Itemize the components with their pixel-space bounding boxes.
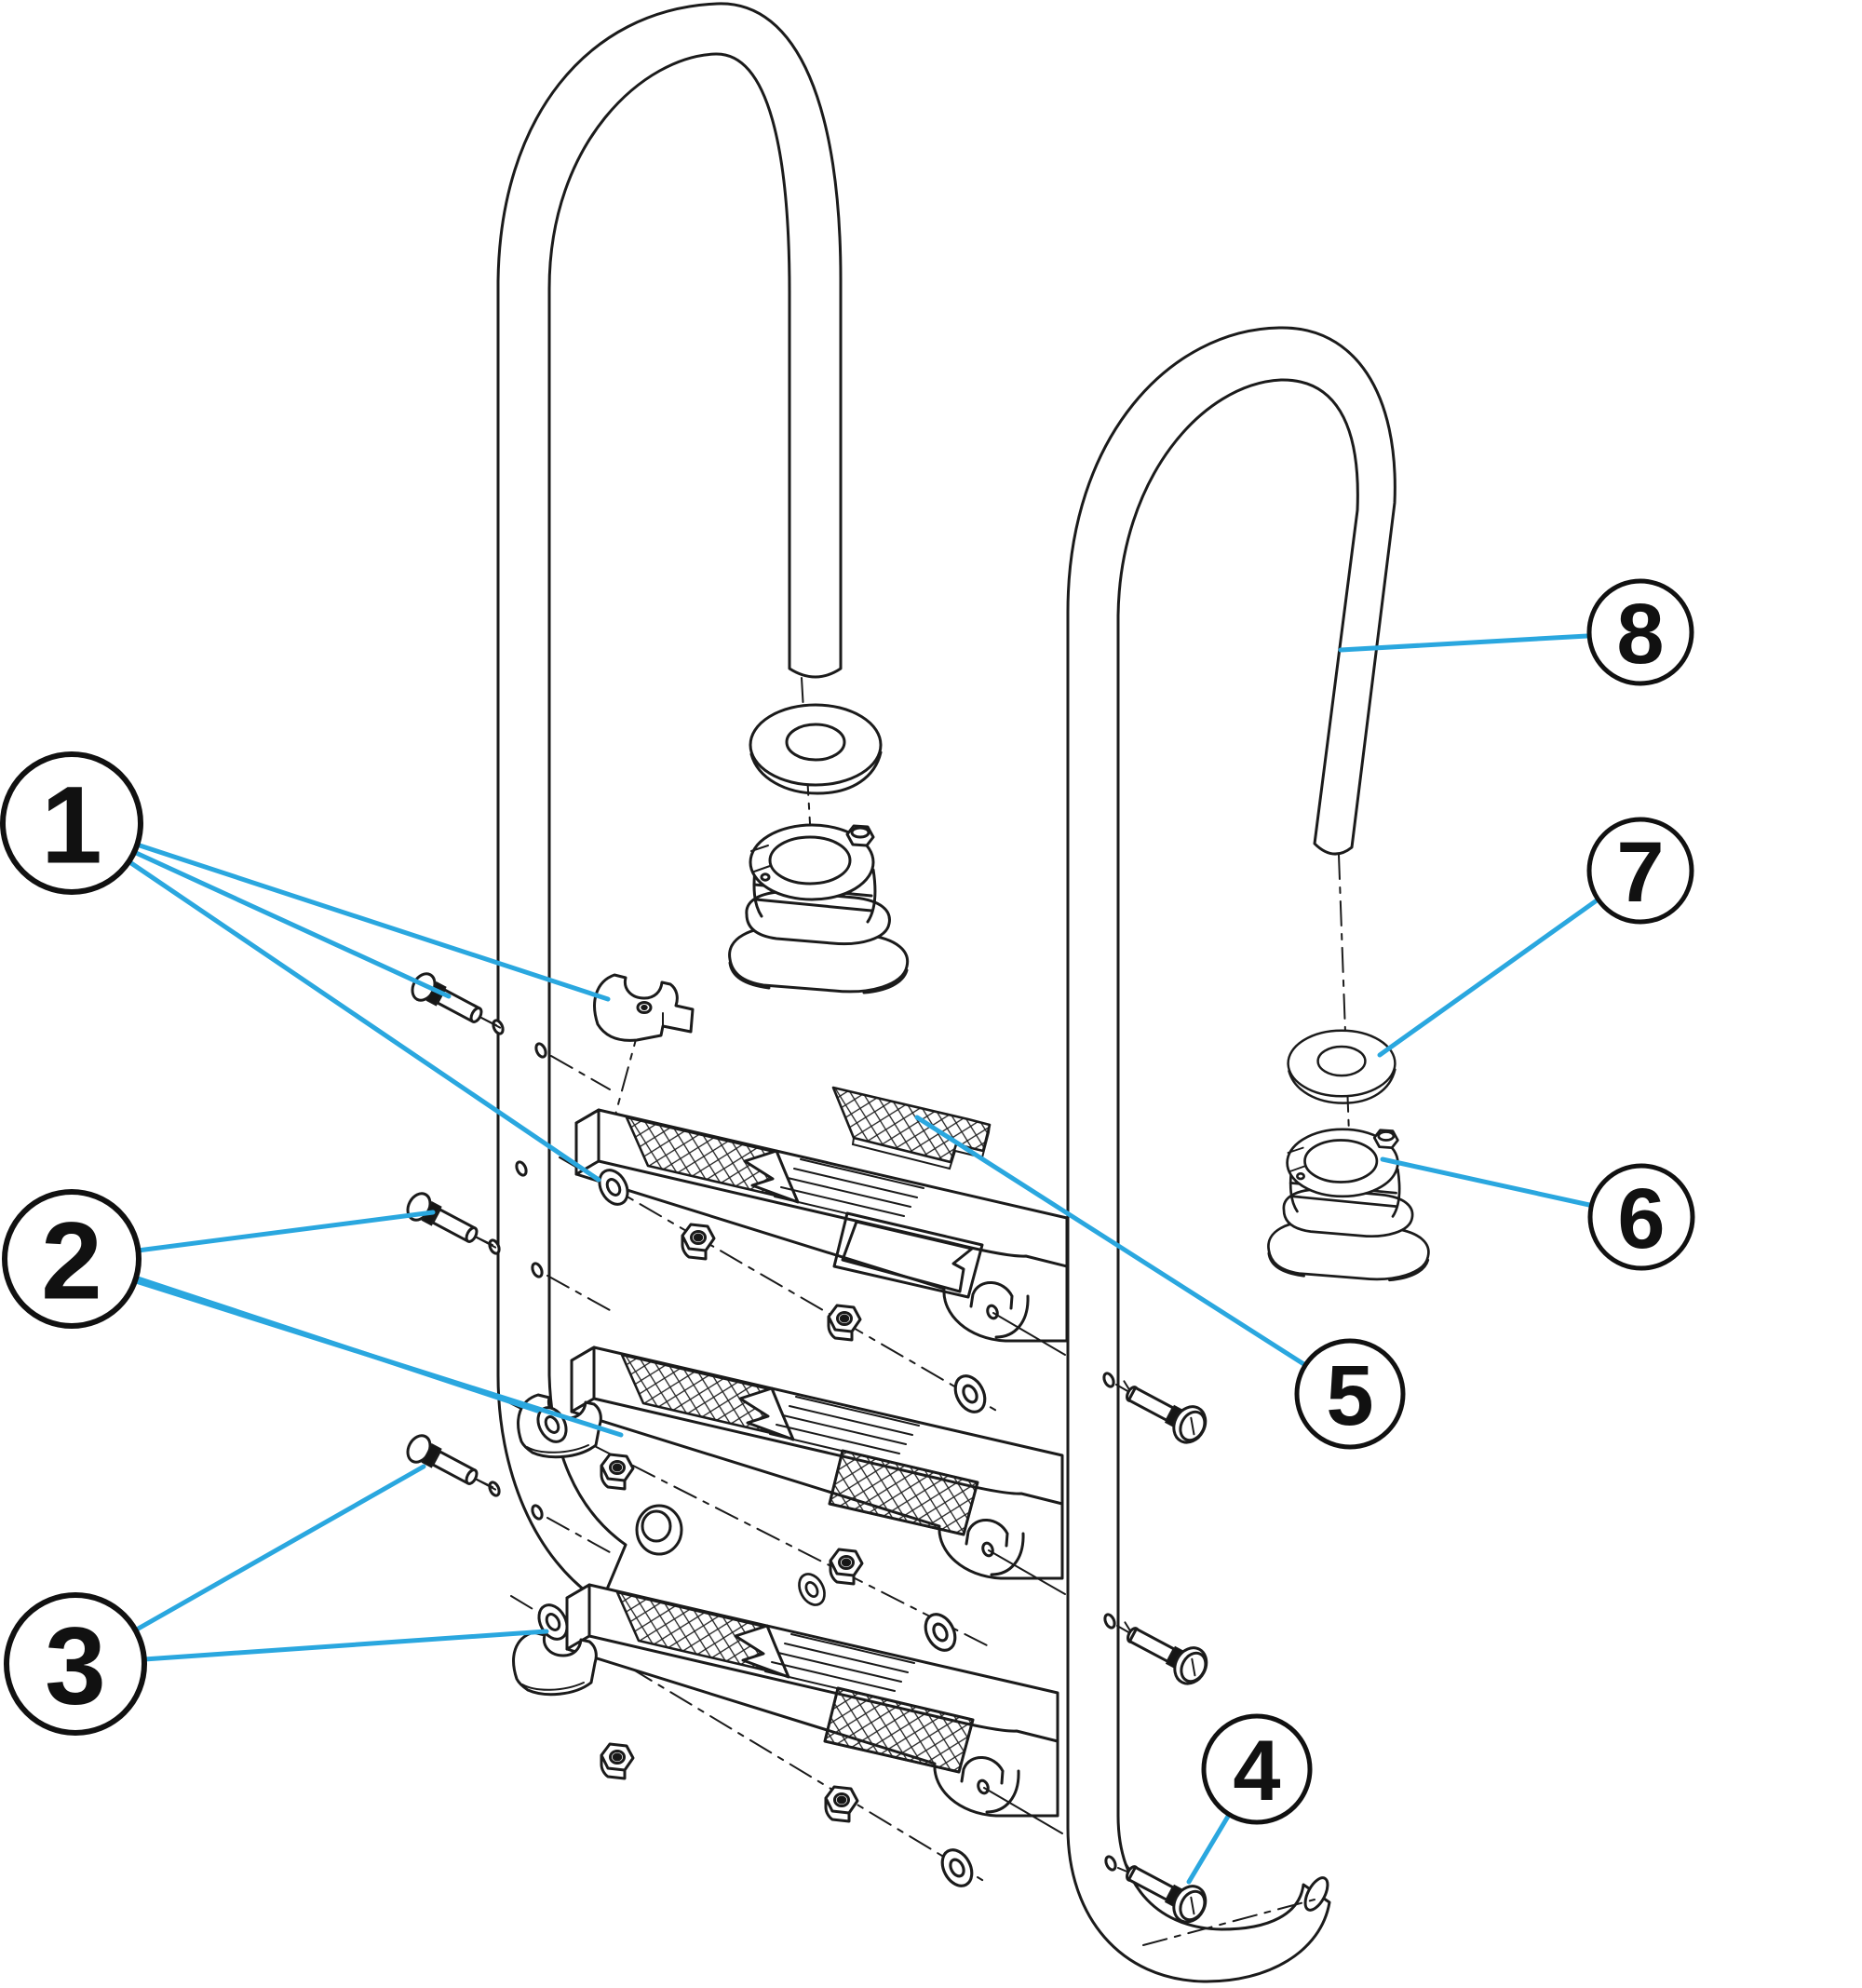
callout-number-6: 6	[1617, 1171, 1665, 1266]
callouts: 1 2 3 4 5 6 7 8	[0, 578, 1695, 1885]
bolt-step3-left	[401, 1430, 504, 1504]
handrail-right-tube	[1066, 326, 1396, 1983]
leader-line-3	[142, 1629, 549, 1662]
leader-line-2	[135, 1210, 436, 1253]
callout-number-4: 4	[1233, 1724, 1280, 1819]
tread-2	[517, 1346, 1064, 1580]
nut-step2	[600, 1453, 635, 1491]
mid-nut-step1	[827, 1304, 862, 1342]
leader-line-7	[1377, 898, 1599, 1058]
callout-number-7: 7	[1616, 825, 1664, 920]
bolt-step2-left	[401, 1188, 504, 1262]
washer-step2-right	[918, 1607, 963, 1657]
mid-nut-step3	[824, 1785, 859, 1823]
leader-line-6	[1380, 1156, 1592, 1208]
leader-line-2	[133, 1278, 624, 1438]
nut-step1	[681, 1223, 716, 1261]
bolt-step1-right	[1110, 1370, 1213, 1450]
callout-circle-6	[1587, 1163, 1695, 1271]
tread-3	[512, 1583, 1059, 1818]
bolt-step1-left	[406, 968, 508, 1042]
leader-line-1	[131, 849, 452, 999]
nut-step3	[600, 1742, 635, 1780]
washer-step1-right	[948, 1369, 992, 1419]
callout-number-5: 5	[1326, 1348, 1373, 1443]
tread-1-empty-recess	[841, 1220, 974, 1293]
leader-line-5	[914, 1115, 1308, 1368]
tread-3-body	[565, 1583, 1059, 1818]
tread-1-body	[574, 1108, 1069, 1343]
callout-circle-5	[1294, 1338, 1406, 1450]
tread-insert-pad	[831, 1086, 992, 1170]
anchor-top	[728, 823, 910, 994]
callout-number-8: 8	[1616, 587, 1664, 682]
tread-3-insert	[823, 1686, 975, 1774]
tread-3-clamp	[512, 1630, 598, 1697]
callout-circle-4	[1201, 1713, 1313, 1825]
handrail-left	[496, 2, 843, 1604]
handrail-left-tube	[496, 2, 843, 1604]
callout-circle-2	[2, 1189, 142, 1329]
bolt-step2-right	[1111, 1611, 1214, 1691]
leader-line-4	[1186, 1812, 1232, 1885]
callout-number-3: 3	[45, 1604, 106, 1727]
cover-ring-top	[749, 703, 883, 795]
cover-ring-right	[1287, 1029, 1396, 1104]
anchor-right	[1267, 1128, 1430, 1282]
leader-line-1	[126, 859, 601, 1183]
washer-step3-right	[935, 1843, 979, 1893]
bolts-left	[401, 968, 508, 1504]
handrail-right-tube-end-face	[1303, 1876, 1329, 1912]
clamp-piece	[593, 973, 695, 1042]
callout-number-2: 2	[41, 1199, 102, 1322]
tread-1	[574, 1108, 1069, 1343]
callout-circle-1	[0, 751, 143, 895]
leader-line-3	[132, 1464, 426, 1633]
washer-extra	[792, 1568, 831, 1611]
callout-circle-3	[4, 1592, 147, 1736]
bushing	[635, 1504, 683, 1556]
callout-number-1: 1	[41, 764, 102, 886]
callout-circle-7	[1586, 817, 1694, 925]
callout-circle-8	[1586, 578, 1694, 686]
tread-2-insert	[828, 1449, 979, 1536]
leader-line-1	[134, 842, 611, 1002]
leader-line-8	[1338, 633, 1590, 653]
bolts-right	[1110, 1370, 1214, 1929]
handrail-right	[1066, 326, 1396, 1983]
